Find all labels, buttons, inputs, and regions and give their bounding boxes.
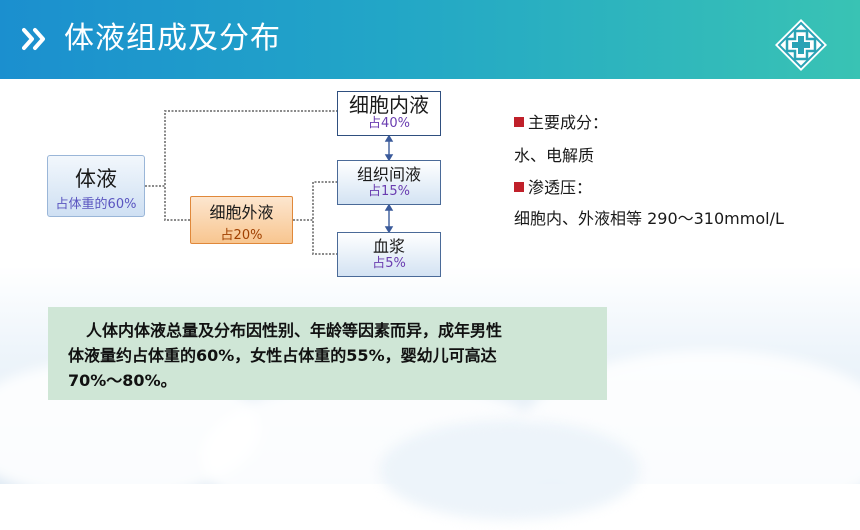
medical-cross-logo-icon <box>775 19 827 71</box>
summary-note: 人体内体液总量及分布因性别、年龄等因素而异，成年男性 体液量约占体重的60%，女… <box>48 307 607 400</box>
plasma-box: 血浆 占5% <box>337 232 441 277</box>
components-heading: 主要成分： <box>528 113 609 132</box>
plasma-share: 占5% <box>372 256 406 271</box>
connector-extra-to-inter <box>293 181 337 221</box>
bullet-square-icon <box>514 117 524 127</box>
summary-note-line-3: 70%～80%。 <box>68 371 177 390</box>
components-text: 水、电解质 <box>514 146 595 165</box>
extracellular-fluid-box: 细胞外液 占20% <box>190 196 293 244</box>
summary-note-line-2: 体液量约占体重的60%，女性占体重的55%，婴幼儿可高达 <box>68 346 497 365</box>
plasma-label: 血浆 <box>372 237 405 256</box>
connector-body-to-intra <box>145 110 337 187</box>
body-fluid-box: 体液 占体重的60% <box>47 155 145 217</box>
background-cloud <box>380 420 640 520</box>
intracellular-label: 细胞内液 <box>349 93 429 117</box>
connector-body-to-extra <box>145 185 190 221</box>
summary-note-line-1: 人体内体液总量及分布因性别、年龄等因素而异，成年男性 <box>86 321 503 340</box>
extracellular-label: 细胞外液 <box>209 203 274 222</box>
double-chevron-right-icon <box>22 28 45 50</box>
body-fluid-share: 占体重的60% <box>55 197 137 212</box>
intracellular-fluid-box: 细胞内液 占40% <box>337 91 441 136</box>
intracellular-share: 占40% <box>368 116 410 131</box>
bullet-square-icon <box>514 182 524 192</box>
slide-header: 体液组成及分布 <box>0 0 860 79</box>
osmotic-heading-line: 渗透压： <box>514 178 592 198</box>
connector-extra-to-plasma <box>293 219 337 255</box>
extracellular-share: 占20% <box>220 228 263 243</box>
osmotic-text: 细胞内、外液相等 290～310mmol/L <box>514 209 784 228</box>
body-fluid-label: 体液 <box>75 167 117 191</box>
interstitial-fluid-box: 组织间液 占15% <box>337 160 441 205</box>
osmotic-heading: 渗透压： <box>528 178 593 197</box>
interstitial-share: 占15% <box>368 184 410 199</box>
components-heading-line: 主要成分： <box>514 113 608 133</box>
slide-title: 体液组成及分布 <box>64 21 281 56</box>
interstitial-label: 组织间液 <box>356 165 421 184</box>
